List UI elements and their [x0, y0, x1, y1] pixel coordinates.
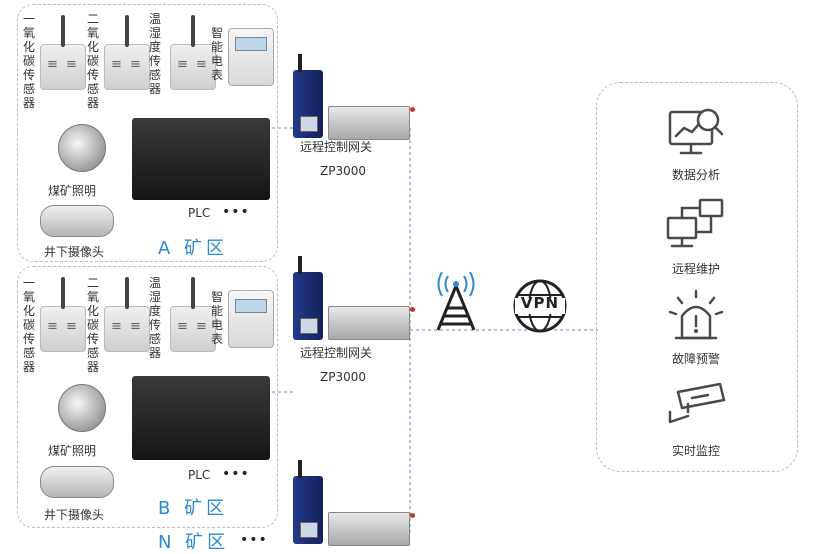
service-remote-maintenance-label: 远程维护 [671, 262, 720, 276]
zone-b-plc-dots: ••• [222, 466, 250, 482]
underground-camera-icon [40, 205, 114, 237]
zone-b-sensor-3-label: 温湿度传感器 [148, 276, 161, 360]
data-analysis-icon [668, 108, 724, 155]
cloud-services-frame [596, 82, 798, 472]
zone-a-lamp-label: 煤矿照明 [48, 184, 97, 198]
plc-icon [132, 118, 270, 200]
zone-a-sensor-3-label: 温湿度传感器 [148, 12, 161, 96]
zone-b-meter-label: 智能电表 [210, 290, 223, 346]
zone-b-lamp-label: 煤矿照明 [48, 444, 97, 458]
gateway-2-name: 远程控制网关 [300, 346, 373, 360]
zone-a-meter-label: 智能电表 [210, 26, 223, 82]
gateway-module-icon [328, 306, 415, 340]
zone-b-sensor-2-label: 二氧化碳传感器 [86, 276, 99, 374]
smart-meter-icon [228, 290, 274, 348]
zone-a-plc-label: PLC [188, 206, 211, 220]
zone-b-frame [17, 266, 278, 528]
zone-a-camera-label: 井下摄像头 [44, 245, 105, 259]
gateway-device-icon [293, 54, 323, 138]
underground-camera-icon [40, 466, 114, 498]
service-data-analysis-label: 数据分析 [671, 168, 720, 182]
zone-a-sensor-1-label: 一氧化碳传感器 [22, 12, 35, 110]
zone-b-camera-label: 井下摄像头 [44, 508, 105, 522]
zone-a-frame [17, 4, 278, 262]
zone-b-sensor-1-label: 一氧化碳传感器 [22, 276, 35, 374]
zone-b-label: B 矿区 [158, 498, 229, 519]
plc-icon [132, 376, 270, 460]
zone-n-dots: ••• [240, 532, 268, 548]
mine-lamp-icon [58, 124, 106, 172]
gateway-module-icon [328, 106, 415, 140]
vpn-globe-icon [513, 279, 567, 333]
smart-meter-icon [228, 28, 274, 86]
remote-maintenance-icon [666, 198, 724, 248]
co-sensor-icon [40, 15, 86, 90]
co2-sensor-icon [104, 15, 150, 90]
antenna-tower-icon [436, 272, 476, 331]
zone-n-label: N 矿区 [158, 532, 230, 553]
zone-a-plc-dots: ••• [222, 204, 250, 220]
service-fault-alarm-label: 故障预警 [671, 352, 720, 366]
mine-lamp-icon [58, 384, 106, 432]
co-sensor-icon [40, 277, 86, 352]
service-realtime-monitor-label: 实时监控 [671, 444, 720, 458]
zone-a-label: A 矿区 [158, 238, 229, 259]
co2-sensor-icon [104, 277, 150, 352]
gateway-1-name: 远程控制网关 [300, 140, 373, 154]
gateway-device-icon [293, 460, 323, 544]
gateway-module-icon [328, 512, 415, 546]
realtime-monitor-icon [668, 382, 726, 424]
gateway-2-model: ZP3000 [320, 370, 366, 384]
gateway-1-model: ZP3000 [320, 164, 366, 178]
fault-alarm-icon [668, 289, 724, 340]
vpn-label: VPN [520, 294, 560, 312]
humidity-sensor-icon [170, 15, 216, 90]
zone-a-sensor-2-label: 二氧化碳传感器 [86, 12, 99, 110]
gateway-device-icon [293, 256, 323, 340]
zone-b-plc-label: PLC [188, 468, 211, 482]
humidity-sensor-icon [170, 277, 216, 352]
